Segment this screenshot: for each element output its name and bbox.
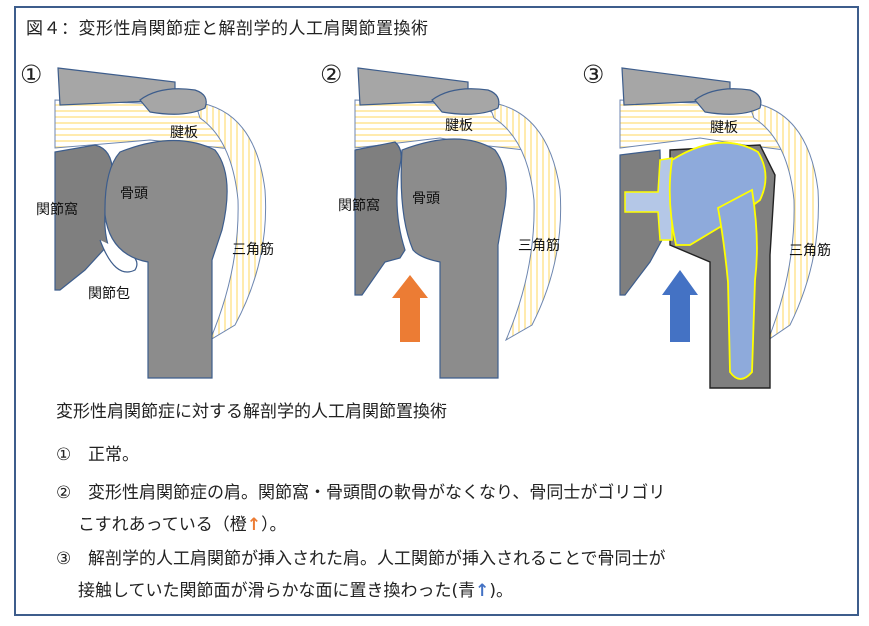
deltoid-muscle bbox=[194, 101, 267, 342]
label-head-2: 骨頭 bbox=[412, 191, 440, 207]
panel-1-number: ① bbox=[20, 60, 43, 89]
glenoid bbox=[354, 141, 406, 296]
panel-3-diagram: 腱板 三角筋 bbox=[619, 67, 831, 389]
caption-text-1: 正常。 bbox=[88, 445, 139, 465]
caption-text-3a: 解剖学的人工肩関節が挿入された肩。人工関節が挿入されることで骨同士が bbox=[88, 549, 666, 569]
label-deltoid-3: 三角筋 bbox=[789, 242, 831, 259]
glenoid bbox=[619, 149, 663, 296]
label-capsule-1: 関節包 bbox=[88, 285, 130, 302]
caption-item-1: ① 正常。 bbox=[56, 440, 139, 465]
label-tendon-3: 腱板 bbox=[710, 120, 738, 136]
shoulder-diagrams: 腱板 関節窩 骨頭 三角筋 関節包 腱板 関節窩 骨頭 三角筋 腱板 bbox=[36, 67, 831, 389]
panel-2-number: ② bbox=[320, 60, 343, 89]
figure-title: 図４：変形性肩関節症と解剖学的人工肩関節置換術 bbox=[26, 19, 429, 39]
caption-text-2c: ）。 bbox=[261, 515, 287, 535]
caption-blue-arrow: ↑ bbox=[475, 581, 490, 601]
acromion bbox=[139, 88, 207, 115]
joint-capsule bbox=[99, 239, 138, 273]
humeral-head-implant bbox=[668, 141, 767, 246]
glenoid-implant bbox=[624, 157, 673, 241]
label-deltoid-1: 三角筋 bbox=[232, 241, 274, 258]
panel-3-number: ③ bbox=[582, 60, 605, 89]
humeral-stem-implant bbox=[716, 188, 758, 380]
caption-orange-arrow: ↑ bbox=[246, 515, 262, 535]
orange-arrow bbox=[392, 275, 428, 342]
label-deltoid-2: 三角筋 bbox=[518, 237, 560, 254]
deltoid-muscle bbox=[487, 101, 562, 342]
humerus bbox=[400, 138, 507, 379]
caption-item-3: ③ 解剖学的人工肩関節が挿入された肩。人工関節が挿入されることで骨同士が 接触して… bbox=[56, 544, 666, 601]
caption-item-2: ② 変形性肩関節症の肩。関節窩・骨頭間の軟骨がなくなり、骨同士がゴリゴリ こすれあ… bbox=[56, 478, 665, 535]
caption-text-2b: こすれあっている（橙 bbox=[78, 515, 247, 535]
humerus bbox=[104, 139, 228, 379]
label-glenoid-1: 関節窩 bbox=[36, 201, 78, 218]
caption-text-3c: )。 bbox=[489, 581, 514, 601]
panel-1-diagram: 腱板 関節窩 骨頭 三角筋 関節包 bbox=[36, 67, 274, 379]
deltoid-muscle bbox=[747, 101, 819, 342]
caption-title: 変形性肩関節症に対する解剖学的人工肩関節置換術 bbox=[56, 402, 447, 422]
blue-arrow bbox=[662, 270, 698, 342]
label-tendon-1: 腱板 bbox=[170, 125, 198, 141]
label-tendon-2: 腱板 bbox=[445, 118, 473, 134]
label-glenoid-2: 関節窩 bbox=[338, 197, 380, 214]
caption-marker-3: ③ bbox=[56, 549, 72, 569]
caption-text-3b: 接触していた関節面が滑らかな面に置き換わった(青 bbox=[78, 581, 476, 601]
acromion bbox=[694, 88, 762, 115]
caption-marker-1: ① bbox=[56, 445, 72, 465]
caption-marker-2: ② bbox=[56, 483, 72, 503]
label-head-1: 骨頭 bbox=[120, 186, 148, 202]
panel-2-diagram: 腱板 関節窩 骨頭 三角筋 bbox=[338, 67, 562, 379]
caption-text-2a: 変形性肩関節症の肩。関節窩・骨頭間の軟骨がなくなり、骨同士がゴリゴリ bbox=[88, 483, 666, 503]
acromion bbox=[431, 88, 500, 115]
